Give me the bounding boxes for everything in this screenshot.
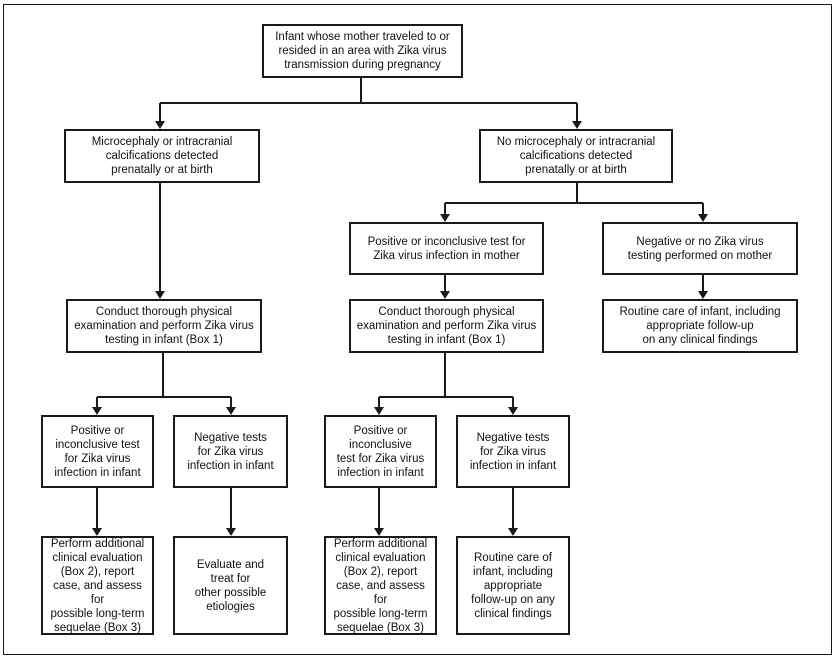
box-additional-evaluation-left: Perform additional clinical evaluation (… [41,536,154,635]
arrowhead-neg-infant-mid [508,407,518,415]
box-additional-evaluation-middle: Perform additional clinical evaluation (… [324,536,437,635]
box-positive-infant-left: Positive or inconclusive test for Zika v… [41,415,154,488]
box-no-microcephaly: No microcephaly or intracranial calcific… [479,129,673,183]
box-routine-care-middle: Routine care of infant, including approp… [456,536,570,635]
arrowhead-conduct-left [155,291,165,299]
arrowhead-routine-mid [508,528,518,536]
box-positive-mother: Positive or inconclusive test for Zika v… [349,222,544,275]
box-positive-infant-middle: Positive or inconclusive test for Zika v… [324,415,437,488]
arrowhead-pos-mother [440,214,450,222]
arrowhead-nomicro [572,121,582,129]
arrowhead-neg-mother [698,214,708,222]
arrowhead-treat-left [226,528,236,536]
box-conduct-exam-left: Conduct thorough physical examination an… [66,299,262,353]
arrowhead-eval-left [92,528,102,536]
arrowhead-neg-infant-left [226,407,236,415]
arrowhead-conduct-mid [440,291,450,299]
box-negative-infant-middle: Negative tests for Zika virus infection … [456,415,570,488]
arrowhead-micro [155,121,165,129]
box-routine-care-right: Routine care of infant, including approp… [602,299,798,353]
arrowhead-routine-right [698,291,708,299]
figure-frame [3,4,832,655]
arrowhead-pos-infant-mid [374,407,384,415]
box-negative-mother: Negative or no Zika virus testing perfor… [602,222,798,275]
arrowhead-pos-infant-left [92,407,102,415]
box-root: Infant whose mother traveled to or resid… [262,24,463,78]
arrowhead-eval-mid [374,528,384,536]
box-negative-infant-left: Negative tests for Zika virus infection … [173,415,288,488]
box-microcephaly: Microcephaly or intracranial calcificati… [64,129,260,183]
box-conduct-exam-middle: Conduct thorough physical examination an… [349,299,544,353]
box-evaluate-treat-left: Evaluate and treat for other possible et… [173,536,288,635]
